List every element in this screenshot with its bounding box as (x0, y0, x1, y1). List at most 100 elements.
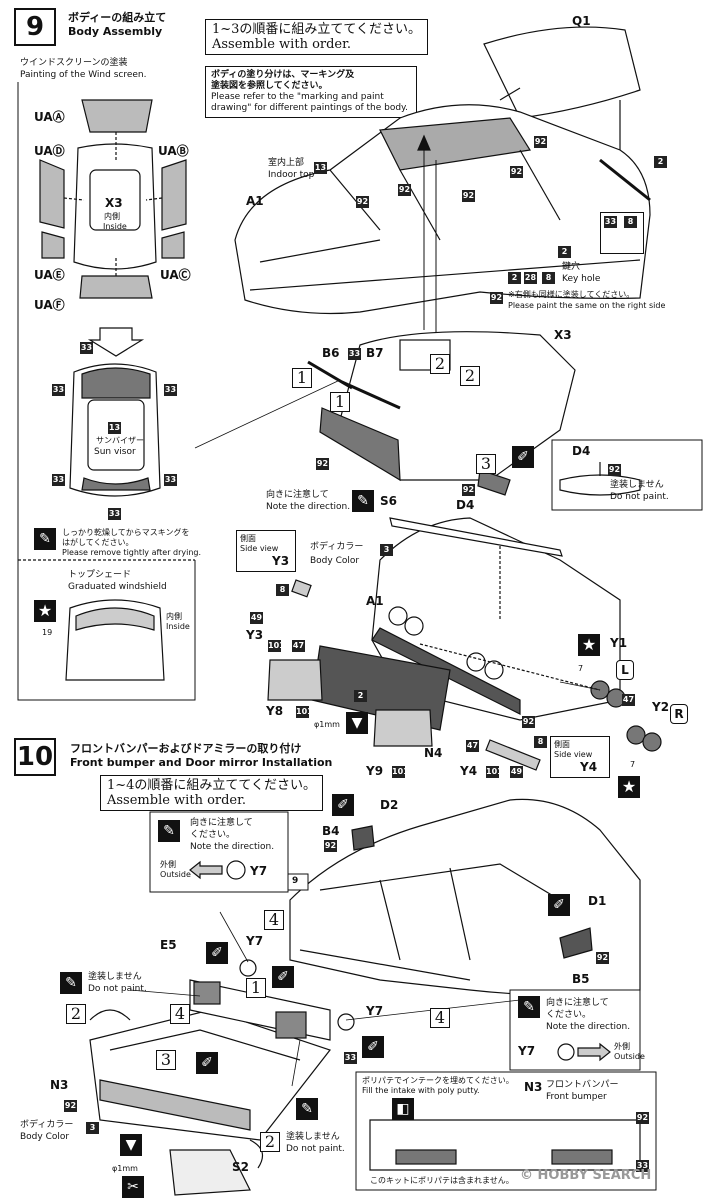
code-49: 49 (510, 766, 523, 778)
direction-note-ja: 向きに注意して (266, 490, 329, 500)
part-y9: Y9 (366, 764, 384, 778)
side-view-ja-y3: 側面 (240, 534, 256, 543)
code-92: 92 (534, 136, 547, 148)
front-bumper-en: Front bumper (546, 1092, 607, 1102)
right-marker: R (670, 704, 688, 724)
topshade-inside-en: Inside (166, 622, 190, 631)
part-e5: E5 (160, 938, 177, 952)
key-hole-ja: 鍵穴 (562, 262, 581, 272)
part-y7-detail-left: Y7 (250, 864, 268, 878)
step-9-title-ja: ボディーの組み立て (68, 11, 167, 24)
code-92: 92 (510, 166, 523, 178)
side-view-ja-y4: 側面 (554, 740, 570, 749)
sunvisor-en: Sun visor (94, 447, 136, 457)
code-2: 2 (354, 690, 367, 702)
no-paint-en-right: Do not paint. (286, 1144, 345, 1154)
code-33: 33 (164, 384, 177, 396)
order-mark-2: 2 (66, 1004, 86, 1024)
paint-brush-icon: ✎ (60, 972, 82, 994)
paint-pen-icon: ✐ (332, 794, 354, 816)
order-note-10: 1~4の順番に組み立ててください。 Assemble with order. (100, 775, 324, 811)
paint-brush-icon: ✎ (34, 528, 56, 550)
code-101: 101 (268, 640, 285, 652)
code-47: 47 (292, 640, 305, 652)
code-8: 8 (276, 584, 289, 596)
part-d4-detail: D4 (572, 444, 591, 458)
paint-pen-icon: ✐ (206, 942, 228, 964)
order-mark-2: 2 (260, 1132, 280, 1152)
part-q1: Q1 (572, 14, 591, 28)
step-10-number: 10 (14, 738, 56, 776)
no-paint-en-left: Do not paint. (88, 984, 147, 994)
part-ua-e: UAⒺ (34, 268, 65, 282)
code-101: 101 (296, 706, 313, 718)
code-33: 33 (604, 216, 617, 228)
outside-ja-left: 外側 (160, 860, 176, 869)
part-b7: B7 (366, 346, 384, 360)
order-mark-2: 2 (430, 354, 450, 374)
mask-note-en: Please remove tightly after drying. (62, 548, 202, 557)
part-ua-c: UAⒸ (160, 268, 191, 282)
direction-10-en: Note the direction. (190, 842, 275, 852)
code-33: 33 (348, 348, 361, 360)
part-x3-right: X3 (554, 328, 572, 342)
body-color-ja-9: ボディカラー (310, 542, 364, 552)
part-d1: D1 (588, 894, 607, 908)
front-bumper-ja: フロントバンパー (546, 1080, 619, 1090)
marking-note-ja-2: 塗装図を参照してください。 (211, 81, 328, 91)
order-note-10-en: Assemble with order. (107, 793, 247, 808)
direction-note-en: Note the direction. (266, 502, 351, 512)
topshade-en: Graduated windshield (68, 582, 167, 592)
code-47: 47 (622, 694, 635, 706)
order-mark-4: 4 (170, 1004, 190, 1024)
x3-inside-ja: 内側 (104, 212, 120, 221)
code-92: 92 (522, 716, 535, 728)
order-note-10-ja: 1~4の順番に組み立ててください。 (107, 778, 317, 793)
part-s2: S2 (232, 1160, 249, 1174)
marking-note-ja-1: ボディの塗り分けは、マーキング及 (211, 70, 355, 80)
code-92: 92 (608, 464, 621, 476)
code-19: 19 (42, 628, 53, 637)
indoor-top-en: Indoor top (268, 170, 315, 180)
step-9-number: 9 (14, 8, 56, 46)
part-ua-d: UAⒹ (34, 144, 65, 158)
part-y4-detail: Y4 (580, 760, 598, 774)
code-33: 33 (52, 474, 65, 486)
code-28: 28 (524, 272, 537, 284)
code-92: 92 (324, 840, 337, 852)
direction-right-ja-2: ください。 (546, 1010, 592, 1020)
order-mark-4: 4 (264, 910, 284, 930)
code-92: 92 (64, 1100, 77, 1112)
direction-10-ja-2: ください。 (190, 830, 236, 840)
part-a1-front: A1 (366, 594, 384, 608)
outside-ja-right: 外側 (614, 1042, 630, 1051)
body-color-en-10: Body Color (20, 1132, 70, 1142)
part-b4: B4 (322, 824, 340, 838)
watermark: © HOBBY SEARCH (520, 1168, 652, 1183)
body-color-ja-10: ボディカラー (20, 1120, 74, 1130)
part-y1: Y1 (610, 636, 628, 650)
part-ua-a: UAⒶ (34, 110, 65, 124)
part-d4-main: D4 (456, 498, 475, 512)
part-n3-detail: N3 (524, 1080, 543, 1094)
paint-pen-icon: ✐ (512, 446, 534, 468)
right-side-ja: ※右側も同様に塗装してください。 (508, 290, 635, 299)
code-92: 92 (462, 190, 475, 202)
order-note-9-ja: 1~3の順番に組み立ててください。 (212, 22, 422, 37)
part-y3: Y3 (246, 628, 264, 642)
diameter-label-10: φ1mm (112, 1164, 138, 1173)
part-n3: N3 (50, 1078, 69, 1092)
step-ref-9: 9 (292, 876, 299, 886)
left-marker: L (616, 660, 634, 680)
paint-brush-icon: ✎ (158, 820, 180, 842)
marking-note: ボディの塗り分けは、マーキング及 塗装図を参照してください。 Please re… (205, 66, 417, 118)
order-mark-3: 3 (476, 454, 496, 474)
order-note-9-en: Assemble with order. (212, 37, 352, 52)
marking-note-en-1: Please refer to the "marking and paint (211, 92, 384, 102)
order-mark-1: 1 (246, 978, 266, 998)
paint-pen-icon: ✐ (362, 1036, 384, 1058)
order-note-9: 1~3の順番に組み立ててください。 Assemble with order. (205, 19, 429, 55)
putty-note-ja: ポリパテでインテークを埋めてください。 (362, 1076, 514, 1085)
